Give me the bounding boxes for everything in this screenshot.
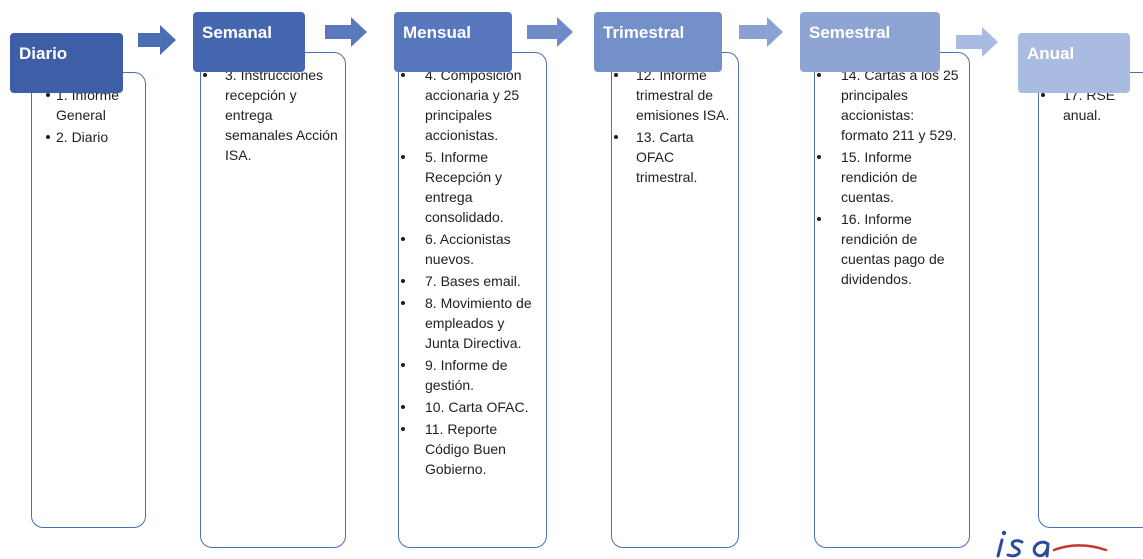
list-item: 13. Carta OFAC trimestral. — [612, 127, 732, 187]
list-item: 15. Informe rendición de cuentas. — [815, 147, 963, 207]
list-item: 8. Movimiento de empleados y Junta Direc… — [399, 293, 540, 353]
card-mensual: 4. Composición accionaria y 25 principal… — [398, 52, 547, 548]
arrow-right-icon — [739, 17, 783, 47]
card-trimestral: 12. Informe trimestral de emisiones ISA.… — [611, 52, 739, 548]
arrow-right-icon — [956, 27, 998, 57]
card-anual: 17. RSE anual. — [1038, 72, 1143, 528]
list-item: 14. Cartas a los 25 principales accionis… — [815, 65, 963, 145]
arrow-right-icon — [325, 17, 367, 47]
header-semestral: Semestral — [800, 12, 940, 72]
list-item: 9. Informe de gestión. — [399, 355, 540, 395]
header-semanal: Semanal — [193, 12, 305, 72]
header-mensual: Mensual — [394, 12, 512, 72]
arrow-right-icon — [527, 17, 573, 47]
header-anual: Anual — [1018, 33, 1130, 93]
isa-logo — [996, 530, 1108, 558]
list-item: 3. Instrucciones recepción y entrega sem… — [201, 65, 339, 165]
card-diario: 1. Informe General 2. Diario — [31, 72, 146, 528]
list-item: 11. Reporte Código Buen Gobierno. — [399, 419, 540, 479]
header-trimestral: Trimestral — [594, 12, 722, 72]
list-item: 2. Diario — [44, 127, 139, 147]
list-item: 6. Accionistas nuevos. — [399, 229, 540, 269]
list-item: 7. Bases email. — [399, 271, 540, 291]
list-item: 5. Informe Recepción y entrega consolida… — [399, 147, 540, 227]
card-semanal: 3. Instrucciones recepción y entrega sem… — [200, 52, 346, 548]
list-item: 4. Composición accionaria y 25 principal… — [399, 65, 540, 145]
card-semestral: 14. Cartas a los 25 principales accionis… — [814, 52, 970, 548]
header-diario: Diario — [10, 33, 123, 93]
list-item: 12. Informe trimestral de emisiones ISA. — [612, 65, 732, 125]
list-item: 10. Carta OFAC. — [399, 397, 540, 417]
arrow-right-icon — [138, 25, 176, 55]
list-item: 16. Informe rendición de cuentas pago de… — [815, 209, 963, 289]
